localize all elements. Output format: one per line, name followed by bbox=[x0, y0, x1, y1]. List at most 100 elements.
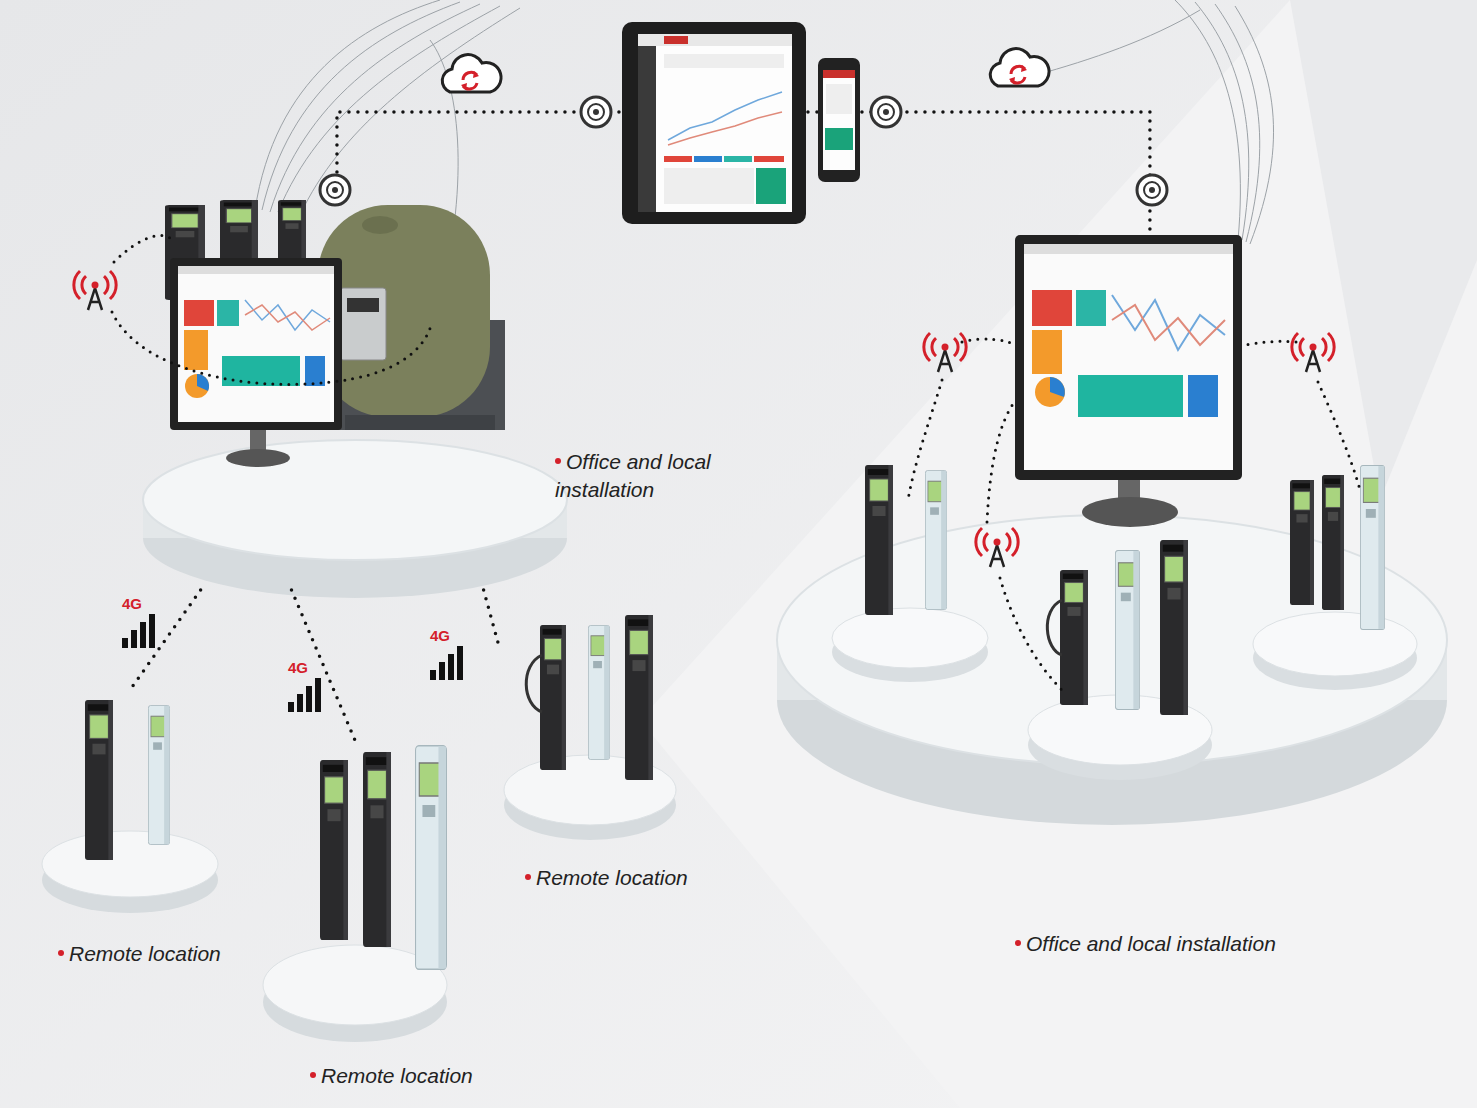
location-name: Remote location bbox=[69, 942, 221, 965]
antenna-icon bbox=[976, 528, 1018, 567]
screen-pie bbox=[185, 374, 209, 398]
location-label: Office and local installation bbox=[1015, 930, 1276, 958]
screen-row bbox=[664, 168, 754, 204]
dispenser bbox=[1290, 480, 1314, 605]
remote-platform bbox=[42, 755, 676, 1042]
dispenser bbox=[148, 705, 169, 844]
tank-panel bbox=[340, 288, 386, 360]
screen-row bbox=[826, 84, 852, 114]
signal-bars bbox=[122, 614, 155, 648]
antenna-icon bbox=[1292, 333, 1334, 372]
bullet-dot bbox=[1015, 940, 1021, 946]
dispenser bbox=[320, 760, 348, 940]
screen-tile bbox=[1188, 375, 1218, 417]
screen-bar bbox=[178, 266, 334, 274]
monitor-base bbox=[1082, 497, 1178, 527]
screen-chart bbox=[245, 300, 330, 330]
bullet-dot bbox=[310, 1072, 316, 1078]
antenna-icon bbox=[924, 333, 966, 372]
tank-bund-lip bbox=[345, 415, 495, 430]
screen-sidebar bbox=[638, 46, 656, 212]
tank-body bbox=[318, 205, 490, 417]
platform-top bbox=[1253, 612, 1417, 676]
cloud-sync-icon bbox=[442, 55, 501, 92]
ring-icon bbox=[871, 97, 901, 127]
wireless-link bbox=[112, 236, 1360, 690]
screen-chart bbox=[1112, 305, 1225, 345]
platform-top bbox=[143, 440, 567, 560]
dotted-link bbox=[484, 590, 500, 650]
screen-tile bbox=[184, 300, 214, 326]
location-label: Office and local installation bbox=[555, 448, 740, 503]
monitor-screen bbox=[1024, 244, 1233, 470]
monitor-base bbox=[226, 449, 290, 467]
screen-tile bbox=[1076, 290, 1106, 326]
tank-panel-display bbox=[347, 298, 379, 312]
dispenser bbox=[1322, 475, 1344, 610]
location-name: Remote location bbox=[536, 866, 688, 889]
screen-bar bbox=[1024, 244, 1233, 254]
screen-pie bbox=[1035, 377, 1065, 407]
monitor-screen bbox=[178, 266, 334, 422]
dispenser bbox=[925, 470, 946, 609]
phone-frame bbox=[818, 58, 860, 182]
bullet-dot bbox=[58, 950, 64, 956]
ring-icon bbox=[593, 109, 599, 115]
dispenser bbox=[1160, 540, 1188, 715]
phone-screen bbox=[823, 70, 855, 170]
ring-icon bbox=[1137, 175, 1167, 205]
ring-icon bbox=[1144, 182, 1160, 198]
tablet-frame bbox=[622, 22, 806, 224]
network-label: 4G bbox=[288, 660, 308, 675]
screen-chart bbox=[245, 305, 330, 330]
tablet bbox=[622, 22, 806, 224]
tablet-screen bbox=[638, 34, 792, 212]
screen-pie bbox=[197, 374, 209, 391]
location-platform: Remote location bbox=[255, 740, 480, 1100]
screen-chart bbox=[1112, 295, 1225, 350]
fuel-tank bbox=[318, 205, 505, 430]
dispenser bbox=[416, 746, 447, 970]
location-name: Remote location bbox=[321, 1064, 473, 1087]
screen-bar bbox=[638, 34, 792, 46]
screen-pie bbox=[1050, 377, 1065, 397]
ring-icon bbox=[332, 187, 338, 193]
screen-tile bbox=[756, 168, 786, 204]
dispenser bbox=[363, 752, 391, 947]
signal-bars bbox=[430, 646, 463, 680]
platform-top bbox=[42, 831, 218, 897]
dispenser bbox=[1060, 570, 1088, 705]
location-name: Office and local installation bbox=[555, 450, 711, 501]
office-platform bbox=[143, 440, 567, 598]
monitor bbox=[170, 258, 342, 467]
link-node-icons bbox=[320, 97, 1167, 205]
location-platform: Office and local installation bbox=[780, 230, 1460, 970]
phone bbox=[818, 58, 860, 182]
screen-tile bbox=[217, 300, 239, 326]
ring-icon bbox=[878, 104, 894, 120]
location-label: Remote location bbox=[525, 864, 688, 892]
screen-row bbox=[664, 54, 784, 68]
location-label: Remote location bbox=[58, 940, 221, 968]
screen-tile bbox=[305, 356, 325, 386]
network-label: 4G bbox=[122, 596, 142, 611]
ring-icon bbox=[588, 104, 604, 120]
monitor-frame bbox=[1015, 235, 1242, 480]
ring-icon bbox=[581, 97, 611, 127]
screen-chart bbox=[668, 112, 782, 145]
screen-tile bbox=[184, 330, 208, 370]
hose bbox=[1047, 600, 1062, 655]
antenna-icon bbox=[74, 271, 116, 310]
location-label: Remote location bbox=[310, 1062, 473, 1090]
cloud-sync-icon bbox=[990, 49, 1049, 86]
dispenser bbox=[540, 625, 566, 770]
dispenser bbox=[865, 465, 893, 615]
screen-tab bbox=[664, 36, 688, 44]
ring-icon bbox=[883, 109, 889, 115]
location-name: Office and local installation bbox=[1026, 932, 1276, 955]
network-label: 4G bbox=[430, 628, 450, 643]
tank-hatch bbox=[362, 216, 398, 234]
screen-tile bbox=[664, 156, 692, 162]
background-facet bbox=[1290, 0, 1477, 500]
